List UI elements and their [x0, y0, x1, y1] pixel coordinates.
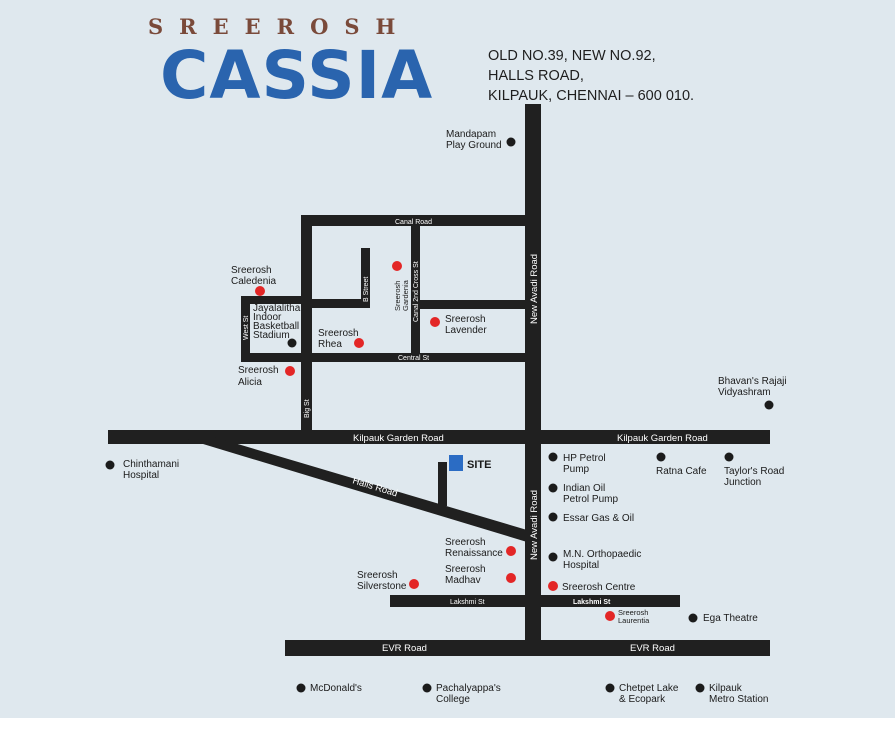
canal-2nd-cross-st-label: Canal 2nd Cross St	[413, 261, 420, 322]
rhea-label: Sreerosh Rhea	[318, 328, 361, 350]
halls-road	[180, 437, 527, 542]
silverstone-label: Sreerosh Silverstone	[357, 570, 407, 592]
taylors-label: Taylor's Road Junction	[724, 466, 787, 488]
madhav-label: Sreerosh Madhav	[445, 564, 488, 586]
jayalalitha-marker	[287, 338, 297, 348]
cross-connector	[420, 300, 525, 309]
lakshmi-st-label-right: Lakshmi St	[573, 599, 611, 606]
kilpauk-garden-road-label-right: Kilpauk Garden Road	[617, 433, 708, 444]
b-street-connector	[312, 299, 370, 308]
mcdonalds-marker	[296, 683, 306, 693]
essar-label: Essar Gas & Oil	[563, 513, 634, 524]
road-network	[108, 104, 770, 656]
ega-label: Ega Theatre	[703, 613, 758, 624]
caledenia-marker	[255, 286, 265, 296]
evr-road	[285, 640, 770, 656]
kilpauk-metro-marker	[695, 683, 705, 693]
brand-top-text: SREEROSH	[148, 14, 412, 39]
kilpauk-metro-label: Kilpauk Metro Station	[709, 683, 768, 705]
new-avadi-road	[525, 104, 541, 640]
essar-marker	[548, 512, 558, 522]
indian-oil-marker	[548, 483, 558, 493]
west-st	[241, 296, 250, 362]
brand-logo-text: CASSIA	[160, 37, 434, 114]
alicia-label: Sreerosh Alicia	[238, 365, 281, 388]
address-line-1: OLD NO.39, NEW NO.92,	[488, 48, 656, 64]
alicia-marker	[285, 366, 295, 376]
laurentia-marker	[605, 611, 615, 621]
renaissance-marker	[506, 546, 516, 556]
site-marker	[449, 455, 463, 471]
gardenia-label: Sreerosh Gardenia	[393, 278, 410, 311]
bhavans-label: Bhavan's Rajaji Vidyashram	[718, 376, 789, 398]
new-avadi-road-label-bottom: New Avadi Road	[529, 490, 540, 560]
kilpauk-garden-road	[108, 430, 770, 444]
centre-marker	[548, 581, 558, 591]
canal-road	[301, 215, 525, 226]
taylors-marker	[724, 452, 734, 462]
caledenia-label: Sreerosh Caledenia	[231, 265, 276, 287]
ega-marker	[688, 613, 698, 623]
address-block: OLD NO.39, NEW NO.92, HALLS ROAD, KILPAU…	[488, 46, 694, 106]
chetpet-label: Chetpet Lake & Ecopark	[619, 683, 681, 705]
laurentia-label: Sreerosh Laurentia	[618, 608, 651, 625]
address-line-2: HALLS ROAD,	[488, 68, 584, 84]
b-street-label: B Street	[363, 277, 370, 302]
renaissance-label: Sreerosh Renaissance	[445, 537, 503, 559]
site-access-road	[438, 462, 447, 506]
mandapam-marker	[506, 137, 516, 147]
mn-ortho-label: M.N. Orthopaedic Hospital	[563, 549, 644, 571]
madhav-marker	[506, 573, 516, 583]
central-st	[241, 353, 525, 362]
chetpet-marker	[605, 683, 615, 693]
mcdonalds-label: McDonald's	[310, 683, 362, 694]
big-st	[301, 215, 312, 430]
gardenia-marker	[392, 261, 402, 271]
lavender-marker	[430, 317, 440, 327]
lavender-label: Sreerosh Lavender	[445, 314, 488, 336]
canal-2nd-cross-st	[411, 226, 420, 354]
rhea-marker	[354, 338, 364, 348]
mandapam-label: Mandapam Play Ground	[446, 129, 502, 151]
west-st-label: West St	[243, 316, 250, 340]
hp-petrol-marker	[548, 452, 558, 462]
hp-petrol-label: HP Petrol Pump	[563, 453, 608, 475]
new-avadi-road-label-top: New Avadi Road	[529, 254, 540, 324]
central-st-label: Central St	[398, 355, 429, 362]
lakshmi-st	[390, 595, 680, 607]
lakshmi-st-label-left: Lakshmi St	[450, 599, 485, 606]
west-st-connector	[241, 296, 301, 304]
jayalalitha-label: Jayalalitha Indoor Basketball Stadium	[253, 303, 303, 341]
mn-ortho-marker	[548, 552, 558, 562]
ratna-label: Ratna Cafe	[656, 466, 707, 477]
ratna-marker	[656, 452, 666, 462]
bhavans-marker	[764, 400, 774, 410]
bottom-margin	[0, 718, 895, 731]
chinthamani-marker	[105, 460, 115, 470]
evr-road-label-right: EVR Road	[630, 643, 675, 654]
address-line-3: KILPAUK, CHENNAI – 600 010.	[488, 88, 695, 104]
project-markers	[255, 261, 615, 621]
centre-label: Sreerosh Centre	[562, 582, 636, 593]
pachalyappas-marker	[422, 683, 432, 693]
b-street	[361, 248, 370, 308]
evr-road-label-left: EVR Road	[382, 643, 427, 654]
big-st-label: Big St	[304, 399, 311, 418]
indian-oil-label: Indian Oil Petrol Pump	[563, 483, 618, 505]
chinthamani-label: Chinthamani Hospital	[123, 459, 182, 481]
canal-road-label: Canal Road	[395, 219, 432, 226]
kilpauk-garden-road-label-left: Kilpauk Garden Road	[353, 433, 444, 444]
site-label: SITE	[467, 459, 491, 471]
silverstone-marker	[409, 579, 419, 589]
pachalyappas-label: Pachalyappa's College	[436, 683, 504, 705]
landmark-markers	[105, 137, 774, 693]
